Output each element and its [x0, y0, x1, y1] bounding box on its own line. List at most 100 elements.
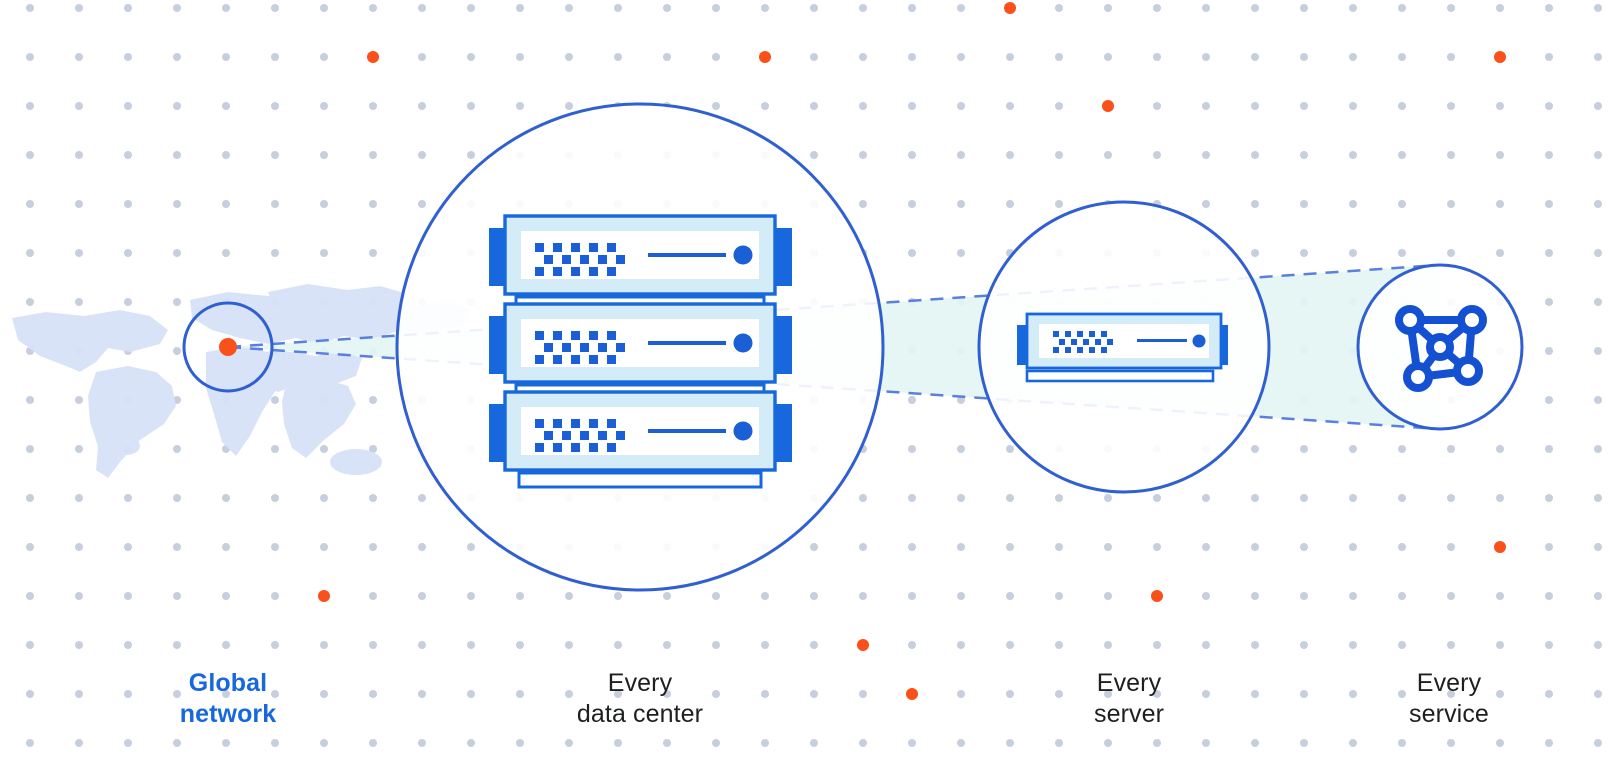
grid-dot — [1349, 592, 1357, 600]
grid-dot — [369, 445, 377, 453]
grid-dot — [1153, 4, 1161, 12]
grid-dot — [957, 690, 965, 698]
grid-dot — [1006, 151, 1014, 159]
grid-dot — [1349, 4, 1357, 12]
grid-dot — [516, 102, 524, 110]
grid-dot — [1398, 543, 1406, 551]
grid-dot — [1006, 494, 1014, 502]
vent-dots — [535, 331, 625, 364]
grid-dot — [173, 641, 181, 649]
grid-dot — [271, 249, 279, 257]
grid-dot — [1202, 641, 1210, 649]
grid-dot — [418, 739, 426, 747]
grid-dot — [75, 151, 83, 159]
grid-dot — [1251, 641, 1259, 649]
vent-dots — [535, 243, 625, 276]
vent-dots — [535, 419, 625, 452]
grid-dot — [222, 494, 230, 502]
grid-dot — [1496, 151, 1504, 159]
stage-label-global-network: Global network — [179, 669, 277, 728]
grid-dot — [222, 53, 230, 61]
grid-dot — [1153, 543, 1161, 551]
grid-dot — [1153, 641, 1161, 649]
grid-dot — [1300, 445, 1308, 453]
grid-dot — [565, 4, 573, 12]
grid-dot — [75, 445, 83, 453]
grid-dot — [124, 494, 132, 502]
grid-dot — [320, 445, 328, 453]
grid-dot — [1300, 690, 1308, 698]
grid-dot — [1545, 200, 1553, 208]
grid-dot — [1398, 445, 1406, 453]
grid-dot — [1545, 445, 1553, 453]
grid-dot — [320, 543, 328, 551]
grid-dot — [1447, 249, 1455, 257]
grid-dot — [957, 249, 965, 257]
network-graph-icon — [1395, 305, 1487, 392]
grid-dot — [761, 690, 769, 698]
grid-dot — [565, 592, 573, 600]
grid-dot — [957, 641, 965, 649]
grid-dot — [908, 445, 916, 453]
grid-dot — [614, 4, 622, 12]
grid-dot — [75, 200, 83, 208]
grid-dot — [418, 151, 426, 159]
grid-dot — [1349, 200, 1357, 208]
grid-dot — [1496, 445, 1504, 453]
grid-dot — [124, 298, 132, 306]
grid-dot — [1496, 249, 1504, 257]
grid-dot — [1398, 102, 1406, 110]
grid-dot — [908, 4, 916, 12]
grid-dot — [26, 53, 34, 61]
grid-dot — [369, 4, 377, 12]
grid-dot — [1545, 494, 1553, 502]
grid-dot — [1594, 396, 1602, 404]
grid-dot — [173, 53, 181, 61]
grid-dot — [1153, 151, 1161, 159]
grid-dot — [1398, 53, 1406, 61]
grid-dot — [271, 739, 279, 747]
grid-dot — [1104, 151, 1112, 159]
stage-label-data-center: Every data center — [576, 669, 704, 728]
grid-dot — [173, 151, 181, 159]
grid-dot — [1594, 690, 1602, 698]
grid-dot — [467, 739, 475, 747]
grid-dot — [1398, 641, 1406, 649]
grid-dot — [75, 739, 83, 747]
grid-dot — [1202, 53, 1210, 61]
grid-dot — [1251, 249, 1259, 257]
grid-dot — [271, 396, 279, 404]
grid-dot — [320, 249, 328, 257]
grid-dot — [1349, 690, 1357, 698]
grid-dot — [26, 298, 34, 306]
grid-dot — [26, 249, 34, 257]
grid-dot — [124, 249, 132, 257]
grid-dot — [957, 543, 965, 551]
grid-dot — [810, 592, 818, 600]
grid-dot — [26, 151, 34, 159]
grid-dot — [908, 494, 916, 502]
grid-dot — [1398, 739, 1406, 747]
grid-dot — [761, 641, 769, 649]
grid-dot — [1055, 641, 1063, 649]
grid-dot — [957, 739, 965, 747]
stage-label-service: Every service — [1409, 669, 1489, 728]
grid-dot — [859, 102, 867, 110]
grid-dot — [369, 249, 377, 257]
grid-dot — [1202, 102, 1210, 110]
grid-dot — [1104, 690, 1112, 698]
grid-dot — [957, 396, 965, 404]
grid-dot — [908, 249, 916, 257]
grid-dot — [1202, 494, 1210, 502]
grid-dot — [418, 102, 426, 110]
grid-dot — [271, 592, 279, 600]
grid-dot — [908, 200, 916, 208]
grid-dot — [516, 592, 524, 600]
grid-dot — [1496, 494, 1504, 502]
grid-dot — [26, 592, 34, 600]
grid-dot — [222, 249, 230, 257]
grid-dot — [663, 592, 671, 600]
grid-dot — [810, 53, 818, 61]
grid-dot — [614, 739, 622, 747]
grid-dot — [369, 494, 377, 502]
